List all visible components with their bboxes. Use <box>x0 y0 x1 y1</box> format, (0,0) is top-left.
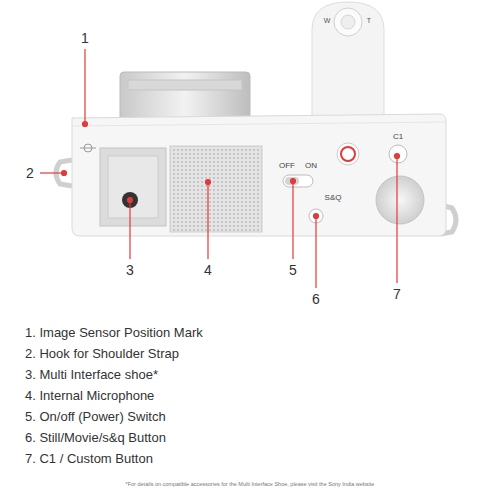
leader-dot <box>83 122 88 127</box>
leader-dot <box>314 214 319 219</box>
hot-shoe-plate <box>108 156 158 218</box>
callout-number: 2 <box>26 165 34 181</box>
camera-marking: OFF <box>279 161 295 170</box>
zoom-lever-centre <box>341 15 355 29</box>
callout-number: 1 <box>81 30 89 46</box>
leader-dot <box>128 198 133 203</box>
shutter-ring <box>337 143 359 165</box>
control-dial <box>376 176 424 224</box>
sensor-mark <box>80 148 96 149</box>
leader-line <box>40 172 64 173</box>
camera-marking: W <box>324 17 331 25</box>
grip-top <box>312 2 384 118</box>
zoom-lever <box>334 8 362 36</box>
callout-number: 5 <box>289 262 297 278</box>
leader-line <box>129 200 130 259</box>
camera-body <box>72 114 446 236</box>
leader-dot <box>206 180 211 185</box>
leader-lines <box>40 49 400 288</box>
microphone-grille <box>170 146 262 232</box>
parts-list-item: 7. C1 / Custom Button <box>25 452 153 467</box>
leader-line <box>315 216 316 288</box>
callout-number: 4 <box>204 262 212 278</box>
camera-marking: S&Q <box>325 193 342 202</box>
callout-number: 6 <box>312 291 320 307</box>
switch-knob <box>285 177 299 185</box>
power-switch <box>283 175 313 187</box>
camera-marking: C1 <box>393 132 403 141</box>
shutter-button <box>341 147 355 161</box>
lens-barrel <box>120 72 250 122</box>
camera-marking: ON <box>305 161 317 170</box>
parts-list-item: 5. On/off (Power) Switch <box>25 410 166 425</box>
parts-list-item: 3. Multi Interface shoe* <box>25 368 158 383</box>
leader-line <box>292 181 293 259</box>
hot-shoe <box>100 148 166 226</box>
callout-number: 7 <box>393 286 401 302</box>
parts-list-item: 4. Internal Microphone <box>25 389 154 404</box>
leader-dot <box>395 154 400 159</box>
parts-list-item: 1. Image Sensor Position Mark <box>25 326 203 341</box>
body-edge <box>72 122 446 126</box>
callout-number: 3 <box>126 262 134 278</box>
camera-marking: T <box>367 17 371 25</box>
custom-button <box>389 145 407 163</box>
leader-line <box>396 156 397 283</box>
footnote: *For details on compatible accessories f… <box>126 481 375 487</box>
leader-line <box>207 182 208 259</box>
parts-list-item: 6. Still/Movie/s&q Button <box>25 431 166 446</box>
lens-ring <box>128 80 242 90</box>
leader-line <box>84 49 85 124</box>
leader-dot <box>62 171 67 176</box>
parts-list-item: 2. Hook for Shoulder Strap <box>25 347 179 362</box>
leader-dot <box>291 179 296 184</box>
